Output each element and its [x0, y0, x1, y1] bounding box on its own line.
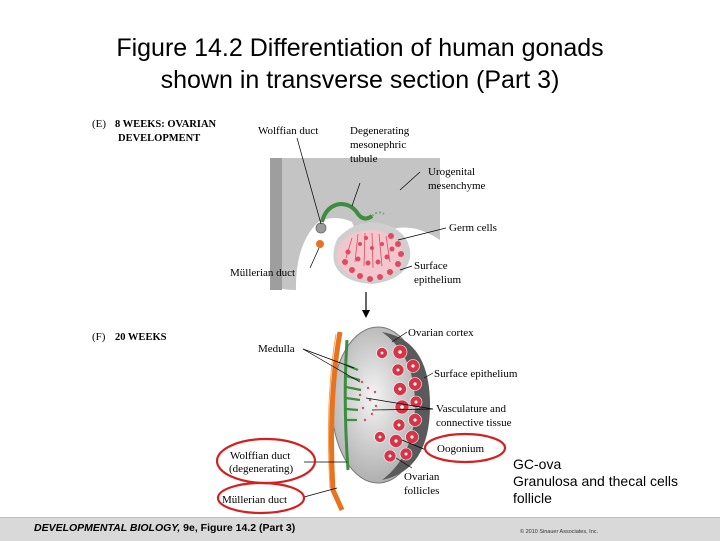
label-surface-epithelium-f: Surface epithelium: [434, 368, 518, 380]
label-ovarian-cortex: Ovarian cortex: [408, 327, 474, 339]
highlight-mullerian-duct: [216, 481, 306, 515]
mesonephric-tubule: [320, 201, 374, 223]
label-surface-2: epithelium: [414, 274, 461, 286]
wolffian-duct-e: [315, 222, 327, 234]
note-line-3: follicle: [513, 490, 552, 506]
highlight-oogonium: [423, 432, 507, 464]
title-line-2: shown in transverse section (Part 3): [160, 66, 560, 94]
germ-cells: [342, 233, 404, 282]
label-oogonium: Oogonium: [437, 443, 485, 455]
panel-f-leaders: [302, 331, 434, 498]
label-mullerian-duct-f: Müllerian duct: [222, 494, 287, 506]
footer-book: DEVELOPMENTAL BIOLOGY,: [34, 522, 181, 534]
slide-title: Figure 14.2 Differentiation of human gon…: [0, 32, 720, 96]
annotation-notes: GC-ova Granulosa and thecal cells follic…: [513, 456, 678, 507]
panel-e-letter: (E): [92, 118, 106, 130]
label-urogenital-1: Urogenital: [428, 166, 475, 178]
down-arrow: [362, 292, 370, 318]
footer-citation: DEVELOPMENTAL BIOLOGY, 9e, Figure 14.2 (…: [34, 522, 295, 534]
mullerian-highlight: [327, 333, 337, 489]
label-vasculature-2: connective tissue: [436, 417, 512, 429]
sex-cords: [345, 232, 391, 269]
label-degenerating-2: mesonephric: [350, 139, 406, 151]
panel-f-heading: 20 WEEKS: [115, 332, 167, 343]
label-medulla: Medulla: [258, 343, 295, 355]
label-surface-1: Surface: [414, 260, 448, 272]
dorsal-wall: [270, 158, 282, 290]
degenerating-tubule-end: [371, 211, 385, 217]
label-mullerian-duct-e: Müllerian duct: [230, 267, 295, 279]
title-line-1: Figure 14.2 Differentiation of human gon…: [116, 34, 604, 62]
label-degenerating-3: tubule: [350, 153, 378, 165]
label-wolffian-duct-f-1: Wolffian duct: [230, 450, 290, 462]
label-urogenital-2: mesenchyme: [428, 180, 486, 192]
label-ovarian-follicles-2: follicles: [404, 485, 439, 497]
label-wolffian-duct-e: Wolffian duct: [258, 125, 318, 137]
label-ovarian-follicles-1: Ovarian: [404, 471, 440, 483]
ovarian-follicles: [374, 344, 423, 463]
panel-e-heading-2: DEVELOPMENT: [118, 133, 200, 144]
panel-e-leaders: [296, 137, 447, 271]
panel-e-heading-1: 8 WEEKS: OVARIAN: [115, 119, 217, 130]
urogenital-mesenchyme-tissue: [270, 158, 440, 290]
panel-e: (E) 8 WEEKS: OVARIAN DEVELOPMENT: [92, 118, 497, 290]
label-degenerating-1: Degenerating: [350, 125, 410, 137]
label-germ-cells: Germ cells: [449, 222, 497, 234]
note-line-2: Granulosa and thecal cells: [513, 473, 678, 489]
label-wolffian-duct-f-2: (degenerating): [229, 463, 293, 475]
footer-edition: 9e, Figure 14.2 (Part 3): [180, 522, 296, 534]
note-line-1: GC-ova: [513, 456, 562, 472]
mullerian-duct-f: [329, 331, 345, 512]
footer-bar: [0, 517, 720, 541]
wolffian-duct-f: [343, 339, 350, 471]
medulla-cells: [358, 380, 378, 422]
label-vasculature-1: Vasculature and: [436, 403, 506, 415]
mullerian-duct-e: [316, 240, 324, 248]
footer-copyright: © 2010 Sinauer Associates, Inc.: [520, 529, 599, 535]
highlight-ovals: [215, 432, 507, 515]
panel-f-letter: (F): [92, 331, 106, 343]
panel-f: (F) 20 WEEKS: [92, 326, 518, 515]
